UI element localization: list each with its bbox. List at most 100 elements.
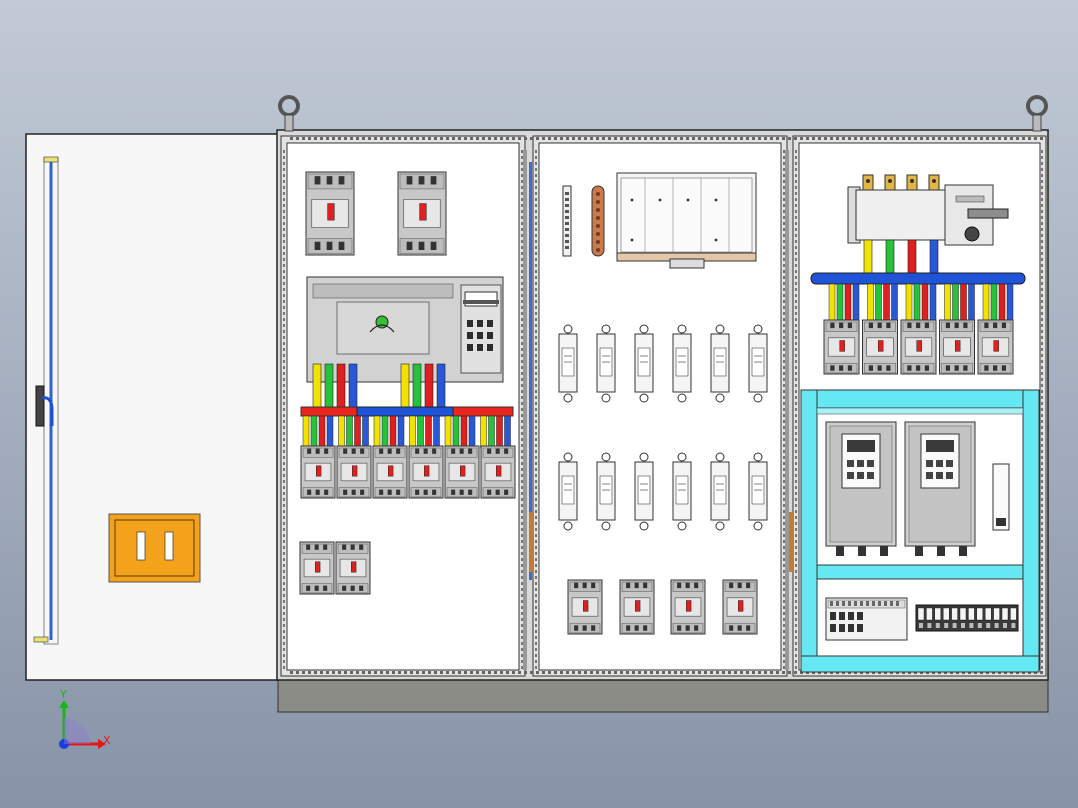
busbar-left xyxy=(300,406,514,417)
feeder-cable xyxy=(468,415,476,449)
drop-cable xyxy=(998,283,1006,325)
fuse-holder-b1[interactable] xyxy=(558,452,578,531)
feeder-cable xyxy=(381,415,389,449)
fuse-holder-b2[interactable] xyxy=(596,452,616,531)
fuse-holder-a6[interactable] xyxy=(748,324,768,403)
feeder-cable xyxy=(302,415,310,449)
drop-cable xyxy=(913,283,921,325)
outgoing-breaker-6[interactable] xyxy=(480,445,516,499)
right-breaker-5[interactable] xyxy=(977,319,1014,375)
fuse-holder-a1[interactable] xyxy=(558,324,578,403)
ats-cable-1-2 xyxy=(424,363,434,408)
switch-cable-3 xyxy=(907,239,917,274)
feeder-cable xyxy=(496,415,503,449)
fuse-holder-b5[interactable] xyxy=(710,452,730,531)
drop-cable xyxy=(921,283,929,325)
middle-breaker-3[interactable] xyxy=(670,579,706,635)
feeder-cable xyxy=(397,415,405,449)
fuse-holder-b4[interactable] xyxy=(672,452,692,531)
load-isolating-switch[interactable] xyxy=(847,174,1009,246)
breaker-top-left[interactable] xyxy=(305,171,355,256)
feeder-cable xyxy=(362,415,369,449)
feeder-cable xyxy=(373,415,381,449)
drop-cable xyxy=(891,283,898,325)
drop-cable xyxy=(836,283,844,325)
drop-cable xyxy=(844,283,852,325)
ats-cable-0-0 xyxy=(312,363,322,408)
fuse-holder-a3[interactable] xyxy=(634,324,654,403)
fuse-holder-a4[interactable] xyxy=(672,324,692,403)
bottom-breaker-1[interactable] xyxy=(299,541,335,595)
drop-cable xyxy=(852,283,860,325)
axis-triad: X Y xyxy=(59,688,111,749)
bottom-breaker-2[interactable] xyxy=(335,541,371,595)
outgoing-breaker-2[interactable] xyxy=(336,445,372,499)
drop-cable xyxy=(867,283,874,325)
feeder-cable xyxy=(318,415,326,449)
plc-module[interactable] xyxy=(825,597,908,641)
door-handle[interactable] xyxy=(35,385,54,427)
right-section xyxy=(800,174,1040,673)
ats-cable-0-1 xyxy=(324,363,334,408)
outgoing-breaker-5[interactable] xyxy=(444,445,480,499)
drop-cable xyxy=(990,283,998,325)
feeder-cable xyxy=(425,415,432,449)
drop-cable xyxy=(1006,283,1014,325)
soft-starter-1[interactable] xyxy=(825,421,897,556)
outgoing-breaker-4[interactable] xyxy=(408,445,444,499)
small-module xyxy=(992,463,1010,531)
middle-breaker-1[interactable] xyxy=(567,579,603,635)
feeder-cable xyxy=(389,415,397,449)
right-breaker-3[interactable] xyxy=(900,319,937,375)
right-breaker-4[interactable] xyxy=(939,319,975,375)
lifting-eye-right xyxy=(1026,95,1048,132)
feeder-cable xyxy=(338,415,345,449)
middle-breaker-4[interactable] xyxy=(722,579,758,635)
drop-cable xyxy=(968,283,975,325)
middle-breaker-2[interactable] xyxy=(619,579,655,635)
feeder-cable xyxy=(488,415,495,449)
feeder-cable xyxy=(310,415,318,449)
y-axis-label: Y xyxy=(59,688,67,701)
cabinet-base xyxy=(277,677,1049,713)
feeder-cable xyxy=(460,415,468,449)
cyan-mounting-frame xyxy=(800,389,1040,673)
ats-cable-1-0 xyxy=(400,363,410,408)
outgoing-breaker-1[interactable] xyxy=(300,445,336,499)
lifting-eye-left xyxy=(278,95,300,132)
drop-cable xyxy=(960,283,967,325)
feeder-cable xyxy=(326,415,334,449)
feeder-cable xyxy=(409,415,416,449)
drop-cable xyxy=(875,283,882,325)
ground-copper-bar xyxy=(591,185,605,257)
drop-cable xyxy=(952,283,959,325)
door-vent xyxy=(108,513,201,583)
outgoing-breaker-3[interactable] xyxy=(372,445,408,499)
fuse-holder-a5[interactable] xyxy=(710,324,730,403)
feeder-cable xyxy=(480,415,487,449)
switch-cable-1 xyxy=(863,239,873,274)
breaker-top-right[interactable] xyxy=(397,171,447,256)
din-cover xyxy=(616,172,757,269)
right-breaker-1[interactable] xyxy=(823,319,860,375)
switch-cable-4 xyxy=(929,239,939,274)
left-section xyxy=(299,171,516,595)
drop-cable xyxy=(982,283,990,325)
right-breaker-2[interactable] xyxy=(862,319,898,375)
feeder-cable xyxy=(417,415,424,449)
switch-cable-2 xyxy=(885,239,895,274)
drop-cable xyxy=(929,283,937,325)
drop-cable xyxy=(883,283,890,325)
feeder-cable xyxy=(354,415,361,449)
ats-cable-0-2 xyxy=(336,363,346,408)
fuse-holder-a2[interactable] xyxy=(596,324,616,403)
fuse-holder-b3[interactable] xyxy=(634,452,654,531)
fuse-holder-b6[interactable] xyxy=(748,452,768,531)
soft-starter-2[interactable] xyxy=(904,421,976,556)
drop-cable xyxy=(944,283,951,325)
terminal-strip xyxy=(562,185,572,257)
drop-cable xyxy=(905,283,913,325)
feeder-cable xyxy=(504,415,511,449)
